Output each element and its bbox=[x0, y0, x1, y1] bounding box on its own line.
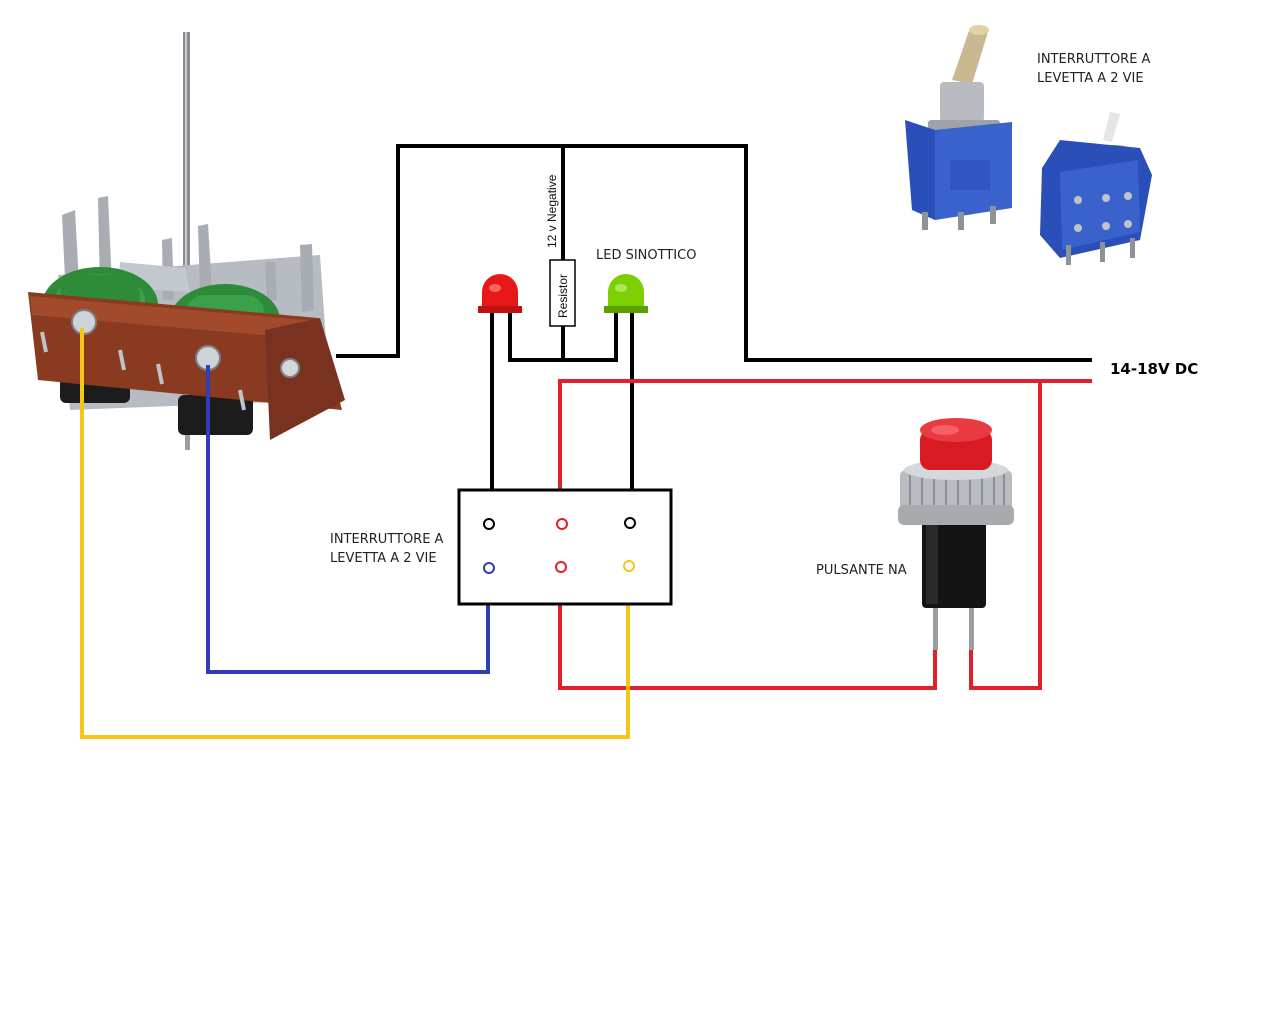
negative-label: 12 v Negative bbox=[545, 174, 559, 248]
red-wire bbox=[558, 379, 1092, 690]
blue-wire bbox=[206, 365, 490, 674]
black-wire bbox=[336, 144, 1092, 520]
toggle-schematic-label-line1: INTERRUTTORE A bbox=[330, 532, 444, 547]
toggle-switch-schematic bbox=[457, 488, 673, 606]
led-red-icon bbox=[478, 274, 522, 313]
led-label: LED SINOTTICO bbox=[596, 248, 696, 263]
button-label: PULSANTE NA bbox=[816, 563, 907, 578]
toggle-schematic-label-line2: LEVETTA A 2 VIE bbox=[330, 551, 437, 566]
led-green-icon bbox=[604, 274, 648, 313]
toggle-photo-label-line2: LEVETTA A 2 VIE bbox=[1037, 71, 1144, 86]
toggle-switch-photo bbox=[905, 25, 1152, 265]
supply-label: 14-18V DC bbox=[1110, 360, 1198, 378]
toggle-photo-label-line1: INTERRUTTORE A bbox=[1037, 52, 1151, 67]
resistor-icon bbox=[549, 259, 576, 327]
point-motor-photo bbox=[28, 32, 345, 450]
push-button-photo bbox=[898, 418, 1014, 650]
resistor-label: Resistor bbox=[556, 274, 570, 318]
yellow-wire bbox=[80, 328, 630, 739]
